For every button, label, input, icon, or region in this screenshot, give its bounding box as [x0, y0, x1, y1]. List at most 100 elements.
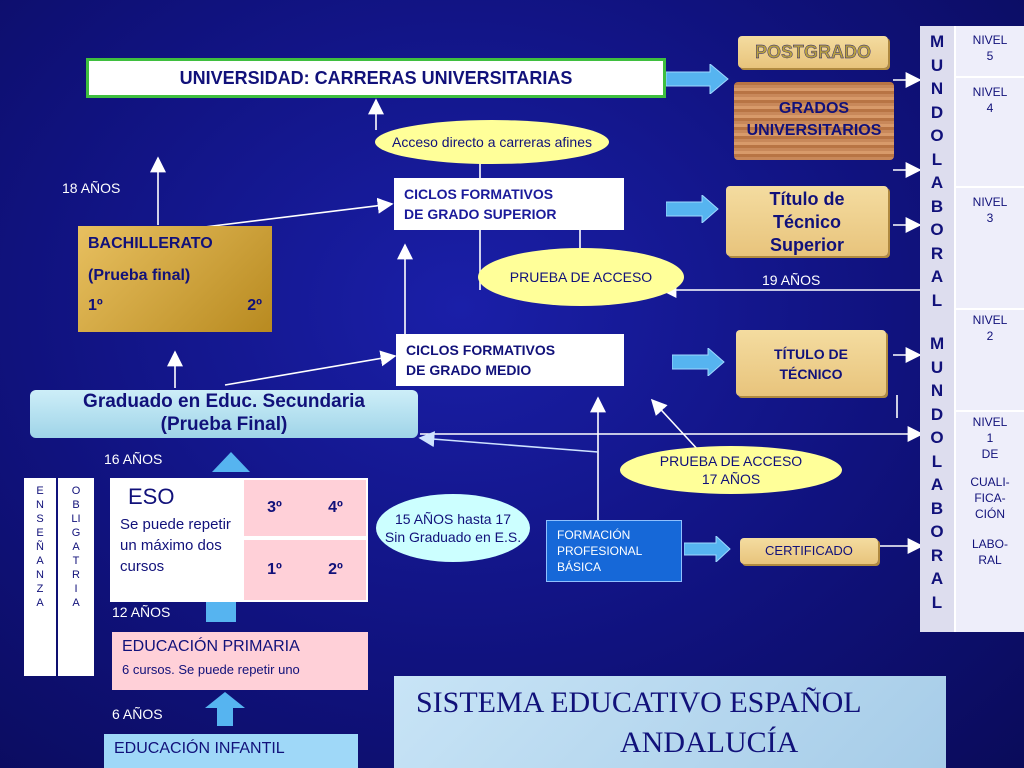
- nivel-1-line6: CIÓN: [975, 507, 1005, 521]
- ensenanza-column: ENSEÑANZA: [24, 478, 56, 676]
- mundo-laboral-2: MUNDOLABORAL: [930, 334, 945, 612]
- ciclos-medio-line2: DE GRADO MEDIO: [406, 362, 532, 378]
- nivel-1-line7: LABO-: [971, 537, 1008, 551]
- arrow-universidad: [666, 64, 729, 94]
- nivel-2-cell: NIVEL 2: [956, 310, 1024, 410]
- infantil-box: EDUCACIÓN INFANTIL: [104, 734, 358, 768]
- ciclos-superior-line1: CICLOS FORMATIVOS: [404, 186, 554, 202]
- obligatoria-label: OBLIGATRIA: [71, 485, 81, 609]
- postgrado-scroll: POSTGRADO: [738, 36, 888, 68]
- universidad-box: UNIVERSIDAD: CARRERAS UNIVERSITARIAS: [86, 58, 666, 98]
- titulo-superior-line3: Superior: [769, 235, 844, 255]
- nivel-1-line3: DE: [981, 447, 999, 461]
- eso-desc: Se puede repetir un máximo dos cursos: [120, 516, 231, 575]
- eso-title: ESO: [128, 484, 175, 509]
- edad-19: 19 AÑOS: [762, 272, 821, 288]
- ciclos-superior-line2: DE GRADO SUPERIOR: [404, 206, 557, 222]
- edad-16: 16 AÑOS: [104, 451, 163, 467]
- ciclos-medio-line1: CICLOS FORMATIVOS: [406, 342, 556, 358]
- edad-6: 6 AÑOS: [112, 706, 163, 722]
- bachillerato-box: BACHILLERATO (Prueba final) 1º 2º: [78, 226, 272, 332]
- nivel-3-cell: NIVEL 3: [956, 188, 1024, 308]
- certificado-label: CERTIFICADO: [765, 543, 853, 558]
- prueba-acceso-17-line2: 17 AÑOS: [701, 471, 761, 487]
- arrow-superior: [666, 195, 719, 223]
- prueba-acceso-17-line1: PRUEBA DE ACCESO: [659, 453, 803, 469]
- nivel-3-line1: NIVEL: [972, 195, 1008, 209]
- mundo-laboral-column: MUNDOLABORAL MUNDOLABORAL: [920, 26, 954, 632]
- mundo-laboral-1: MUNDOLABORAL: [930, 32, 945, 310]
- acceso-directo-ellipse: Acceso directo a carreras afines: [375, 120, 609, 164]
- eso-curso-2: 2º: [328, 561, 343, 578]
- primaria-box: EDUCACIÓN PRIMARIA 6 cursos. Se puede re…: [112, 632, 368, 690]
- primaria-title: EDUCACIÓN PRIMARIA: [122, 638, 300, 655]
- nivel-1-line4: CUALI-: [970, 475, 1010, 489]
- titulo-superior-line2: Técnico: [772, 212, 842, 232]
- ciclos-medio-box: CICLOS FORMATIVOS DE GRADO MEDIO: [396, 334, 624, 386]
- fpb-line3: BÁSICA: [557, 560, 602, 574]
- titulo-superior-scroll: Título de Técnico Superior: [726, 186, 888, 256]
- prueba-acceso-label: PRUEBA DE ACCESO: [509, 269, 653, 285]
- eso-curso-3: 3º: [267, 499, 282, 516]
- nivel-2-line1: NIVEL: [972, 313, 1008, 327]
- nivel-1-line2: 1: [986, 431, 994, 445]
- universidad-label: UNIVERSIDAD: CARRERAS UNIVERSITARIAS: [179, 67, 573, 88]
- eso-box: ESO Se puede repetir un máximo dos curso…: [110, 478, 368, 602]
- eso-cursos-34: 3º 4º: [244, 480, 366, 536]
- titulo-tecnico-line2: TÉCNICO: [779, 366, 843, 382]
- nivel-4-line2: 4: [986, 101, 994, 115]
- arrow-up-stem: [206, 600, 236, 622]
- nivel-1-line5: FICA-: [974, 491, 1006, 505]
- nivel-2-line2: 2: [986, 329, 994, 343]
- quince-ellipse: 15 AÑOS hasta 17 Sin Graduado en E.S.: [376, 494, 530, 562]
- nivel-5-cell: NIVEL 5: [956, 26, 1024, 76]
- edad-12: 12 AÑOS: [112, 604, 171, 620]
- edad-18: 18 AÑOS: [62, 180, 121, 196]
- quince-line1: 15 AÑOS hasta 17: [395, 511, 511, 527]
- acceso-directo-label: Acceso directo a carreras afines: [392, 134, 592, 150]
- nivel-3-line2: 3: [986, 211, 994, 225]
- titulo-tecnico-scroll: TÍTULO DE TÉCNICO: [736, 330, 886, 396]
- titulo-superior-line1: Título de: [769, 189, 845, 209]
- grados-line1: GRADOS: [778, 100, 850, 117]
- certificado-box: CERTIFICADO: [740, 538, 878, 564]
- graduado-box: Graduado en Educ. Secundaria (Prueba Fin…: [30, 390, 418, 438]
- obligatoria-column: OBLIGATRIA: [58, 478, 94, 676]
- bachillerato-title: BACHILLERATO: [88, 235, 213, 252]
- bachillerato-sub: (Prueba final): [88, 267, 191, 284]
- bachillerato-curso-2: 2º: [247, 297, 262, 314]
- arrow-up-eso: [212, 452, 250, 472]
- nivel-4-cell: NIVEL 4: [956, 78, 1024, 186]
- arrow-medio: [672, 348, 725, 376]
- grados-line2: UNIVERSITARIOS: [746, 122, 882, 139]
- sistema-line1: SISTEMA EDUCATIVO ESPAÑOL: [416, 686, 862, 719]
- arrow-fpb: [684, 536, 731, 562]
- nivel-1-line1: NIVEL: [972, 415, 1008, 429]
- eso-curso-1: 1º: [267, 561, 282, 578]
- fpb-box: FORMACIÓN PROFESIONAL BÁSICA: [546, 520, 682, 582]
- bachillerato-curso-1: 1º: [88, 297, 103, 314]
- nivel-4-line1: NIVEL: [972, 85, 1008, 99]
- grados-scroll: GRADOS UNIVERSITARIOS: [734, 82, 894, 160]
- infantil-label: EDUCACIÓN INFANTIL: [114, 740, 285, 757]
- prueba-acceso-ellipse: PRUEBA DE ACCESO: [478, 248, 684, 306]
- ensenanza-label: ENSEÑANZA: [36, 485, 44, 609]
- arrow-up-primaria: [205, 692, 245, 726]
- nivel-1-cell: NIVEL 1 DE CUALI- FICA- CIÓN LABO- RAL: [956, 412, 1024, 632]
- fpb-line1: FORMACIÓN: [557, 528, 631, 542]
- graduado-line1: Graduado en Educ. Secundaria: [83, 391, 365, 412]
- eso-cursos-12: 1º 2º: [244, 540, 366, 600]
- primaria-sub: 6 cursos. Se puede repetir uno: [122, 662, 300, 677]
- eso-curso-4: 4º: [328, 499, 343, 516]
- fpb-line2: PROFESIONAL: [557, 544, 643, 558]
- postgrado-label: POSTGRADO: [754, 42, 871, 62]
- graduado-line2: (Prueba Final): [160, 414, 288, 435]
- sistema-line2: ANDALUCÍA: [620, 726, 799, 759]
- ciclos-superior-box: CICLOS FORMATIVOS DE GRADO SUPERIOR: [394, 178, 624, 230]
- prueba-acceso-17-ellipse: PRUEBA DE ACCESO 17 AÑOS: [620, 446, 842, 494]
- sistema-title-box: SISTEMA EDUCATIVO ESPAÑOL ANDALUCÍA: [394, 676, 946, 768]
- nivel-5-line1: NIVEL: [972, 33, 1008, 47]
- nivel-5-line2: 5: [986, 49, 994, 63]
- titulo-tecnico-line1: TÍTULO DE: [774, 346, 848, 362]
